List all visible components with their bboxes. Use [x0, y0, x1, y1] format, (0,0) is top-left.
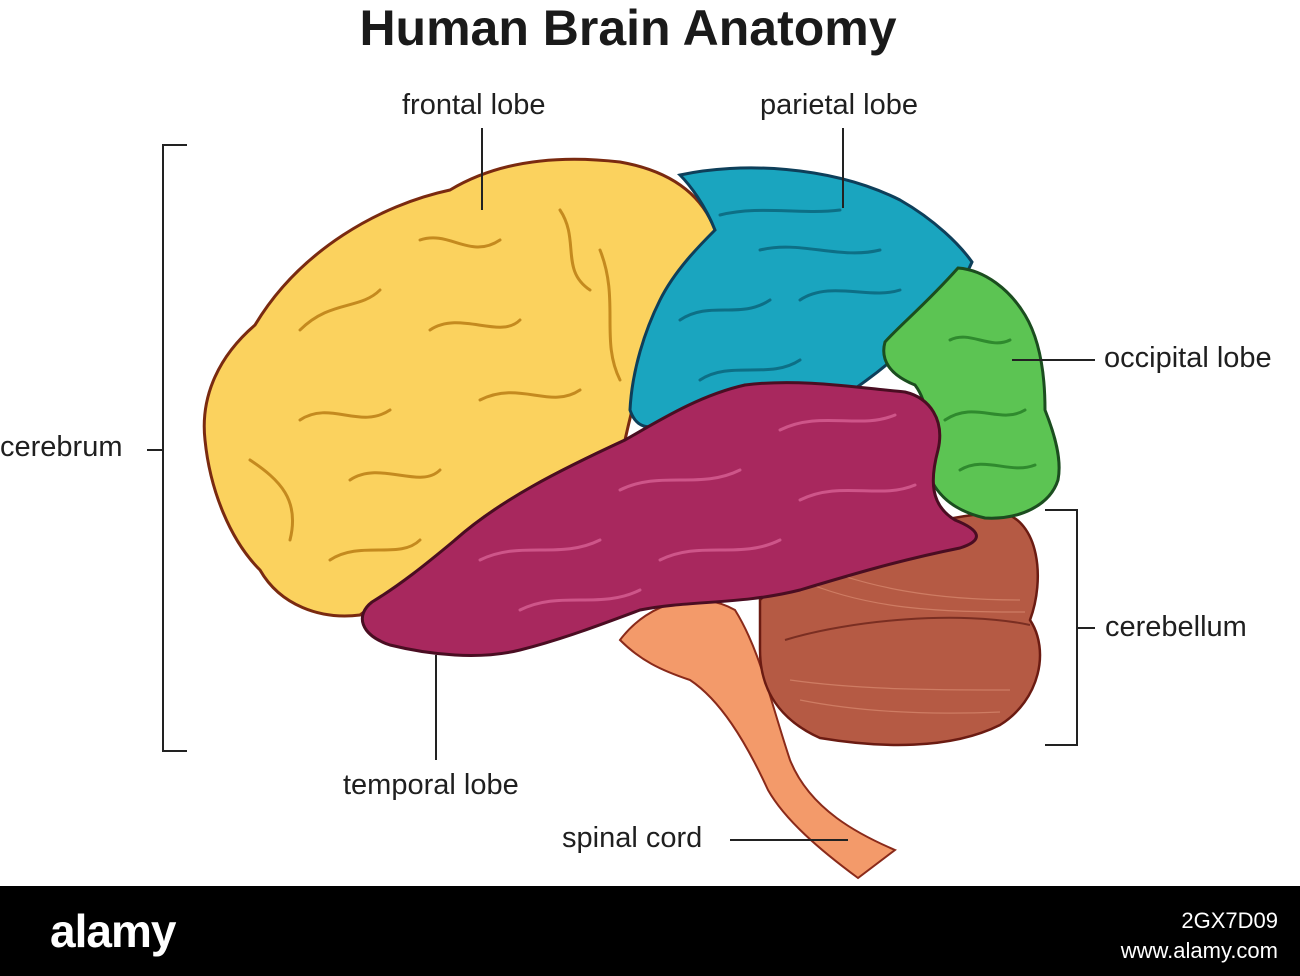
alamy-logo: alamy — [50, 905, 176, 957]
cerebrum-label: cerebrum — [0, 431, 123, 463]
label-lines — [147, 128, 1095, 841]
temporal-lobe-label: temporal lobe — [343, 769, 519, 801]
image-id: 2GX7D09 — [1181, 908, 1278, 933]
brainstem-region — [618, 599, 897, 880]
temporal-lobe-region — [360, 381, 978, 657]
brain-diagram — [147, 128, 1095, 880]
cerebellum-label: cerebellum — [1105, 611, 1247, 643]
watermark-footer: alamy 2GX7D09 www.alamy.com — [0, 886, 1300, 976]
frontal-lobe-label: frontal lobe — [402, 89, 546, 121]
site-url: www.alamy.com — [1120, 938, 1278, 963]
cerebellum-bracket — [1045, 509, 1095, 746]
spinal-cord-label: spinal cord — [562, 822, 703, 854]
diagram-title: Human Brain Anatomy — [359, 0, 897, 56]
cerebrum-bracket — [147, 144, 187, 752]
parietal-lobe-label: parietal lobe — [760, 89, 918, 121]
occipital-lobe-label: occipital lobe — [1104, 342, 1272, 374]
